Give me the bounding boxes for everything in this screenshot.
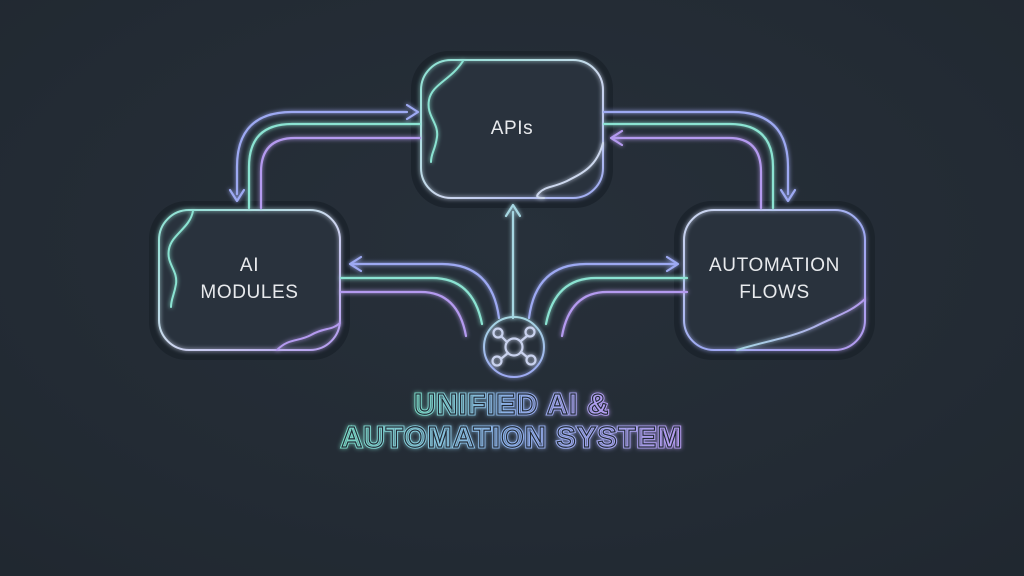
- connector-strand: [602, 122, 775, 210]
- connector-strand: [339, 276, 484, 326]
- arrowhead-right-icon: [665, 255, 680, 273]
- ai-modules-label-line1: AI: [239, 255, 260, 277]
- arrowhead-left-icon: [348, 255, 363, 273]
- connector-ai-modules-apis: [228, 103, 422, 210]
- connector-strand: [612, 136, 763, 210]
- connector-hub-automation-flows: [527, 255, 689, 338]
- apis-node-label: APIs: [421, 60, 603, 198]
- automation-flows-node-label: AUTOMATION FLOWS: [684, 210, 865, 350]
- automation-flows-bottom-swirl: [736, 298, 866, 351]
- connector-strand: [527, 262, 677, 320]
- node-borders: [158, 59, 866, 351]
- hub-icon-spokes: [500, 334, 529, 360]
- arrowhead-left-icon: [609, 129, 624, 147]
- node-decorations: [167, 60, 866, 351]
- hub-icon-node: [492, 327, 504, 339]
- apis-node-surface: [421, 60, 603, 198]
- hub-icon-ring: [483, 316, 545, 378]
- automation-flows-node-border: [683, 209, 866, 351]
- arrowhead-right-icon: [405, 103, 420, 121]
- apis-bottomright-swirl: [536, 142, 604, 199]
- connector-strand: [602, 110, 790, 196]
- network-hub-icon: [483, 316, 545, 378]
- connector-strand: [235, 110, 409, 196]
- ai-modules-node-surface: [159, 210, 340, 350]
- title-line1: UNIFIED AI &: [414, 389, 609, 421]
- connector-strand: [351, 262, 501, 320]
- connector-hub-apis: [504, 203, 522, 320]
- connector-strand: [339, 290, 468, 338]
- hub-icon-node: [491, 355, 503, 367]
- svg-text:UNIFIED AI &: UNIFIED AI &: [414, 389, 609, 421]
- ai-modules-label-line2: MODULES: [200, 282, 299, 303]
- node-surfaces: [159, 60, 865, 350]
- connector-strand: [247, 122, 422, 210]
- ai-modules-topleft-swirl: [167, 210, 194, 308]
- automation-flows-label-line1: AUTOMATION: [709, 255, 840, 277]
- automation-flows-label-line2: FLOWS: [739, 282, 810, 303]
- ai-modules-node-label: AI MODULES: [159, 210, 340, 350]
- connector-hub-ai-modules: [339, 255, 501, 338]
- connector-strand: [259, 136, 422, 210]
- hub-icon-core: [504, 337, 524, 357]
- arrowhead-down-icon: [779, 188, 797, 203]
- ai-modules-node-border: [158, 209, 341, 351]
- arrowhead-up-icon: [504, 203, 522, 218]
- automation-flows-node-surface: [684, 210, 865, 350]
- diagram-title: UNIFIED AI & UNIFIED AI & AUTOMATION SYS…: [340, 387, 683, 455]
- apis-node-border: [420, 59, 604, 199]
- ai-modules-bottomright-swirl: [276, 322, 341, 351]
- connectors: [228, 103, 797, 338]
- hub-icon-node: [524, 326, 536, 338]
- connector-apis-automation-flows: [602, 110, 797, 210]
- arrowhead-down-icon: [228, 188, 246, 203]
- connector-strand: [544, 276, 689, 326]
- apis-topleft-swirl: [427, 60, 464, 163]
- title-line2: AUTOMATION SYSTEM: [341, 422, 683, 454]
- connector-strand: [560, 290, 689, 338]
- hub-icon-node: [525, 354, 537, 366]
- apis-label-text: APIs: [490, 117, 534, 139]
- svg-text:AUTOMATION SYSTEM: AUTOMATION SYSTEM: [341, 422, 683, 454]
